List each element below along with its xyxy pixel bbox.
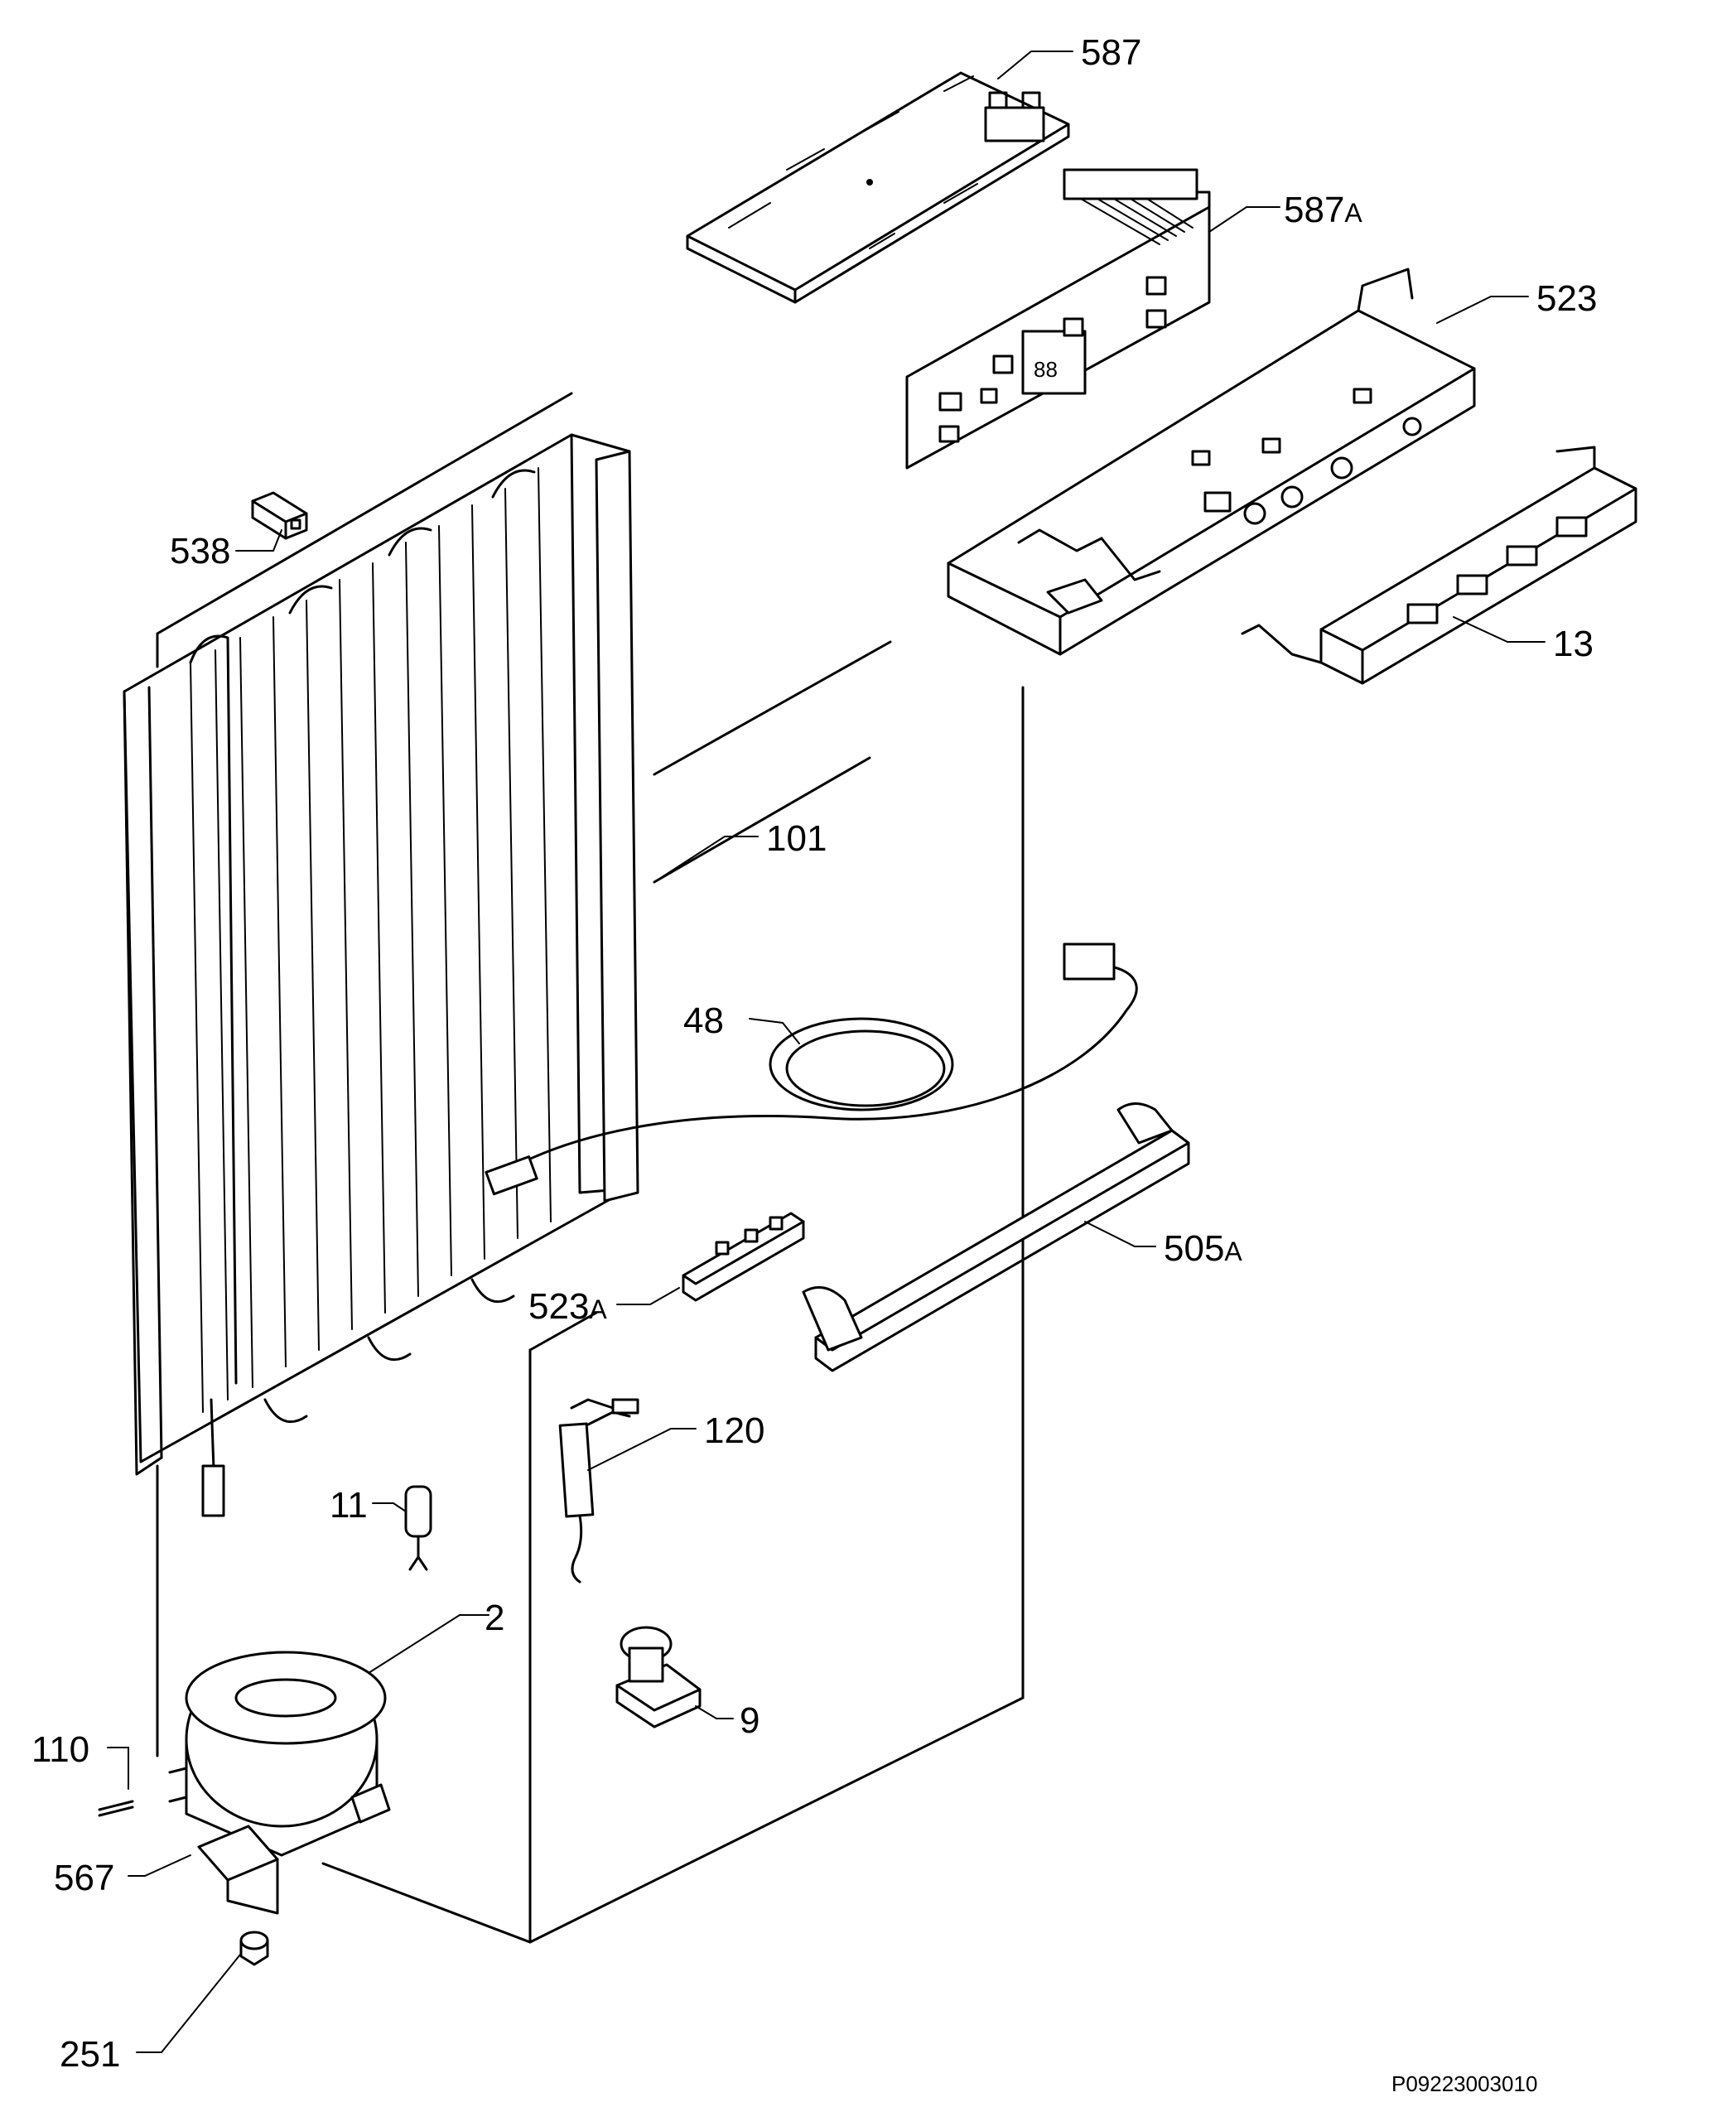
label-110: 110 (31, 1729, 89, 1770)
label-9: 9 (740, 1700, 760, 1741)
compressor-2 (168, 1651, 391, 1915)
heater-bar-505a (802, 1102, 1190, 1372)
sensor-cable-48 (485, 943, 1138, 1196)
bracket-13 (1241, 446, 1637, 685)
figure-code: P09223003010 (1391, 2071, 1537, 2096)
clamp-9 (615, 1626, 702, 1728)
clip-538 (251, 491, 308, 540)
label-120: 120 (704, 1410, 764, 1451)
label-587a: 587A (1284, 190, 1362, 230)
leader-lines (107, 51, 1546, 2053)
connector-523a (682, 1212, 805, 1302)
svg-text:88: 88 (1034, 357, 1058, 382)
label-13: 13 (1553, 624, 1594, 664)
pin-110 (98, 1800, 134, 1817)
display-board-587a: 88 (905, 168, 1211, 470)
relay-11 (404, 1485, 432, 1571)
label-567: 567 (54, 1858, 114, 1898)
label-538: 538 (170, 531, 230, 571)
cabinet-outline (156, 392, 1025, 1944)
label-11: 11 (330, 1485, 368, 1526)
condenser-101 (123, 433, 639, 1517)
control-housing-523 (947, 268, 1476, 656)
label-48: 48 (683, 1000, 724, 1041)
label-251: 251 (60, 2034, 120, 2075)
label-523: 523 (1536, 278, 1597, 319)
label-505a: 505A (1164, 1228, 1242, 1269)
grommet-251 (239, 1931, 269, 1966)
thermostat-120 (558, 1398, 639, 1584)
control-board-587 (686, 71, 1070, 304)
label-523a: 523A (528, 1286, 607, 1327)
part-labels: 587 587A 523 13 538 101 48 505A 523A 120… (31, 32, 1597, 2075)
label-101: 101 (766, 818, 827, 859)
label-2: 2 (485, 1598, 504, 1638)
label-587: 587 (1081, 32, 1141, 73)
